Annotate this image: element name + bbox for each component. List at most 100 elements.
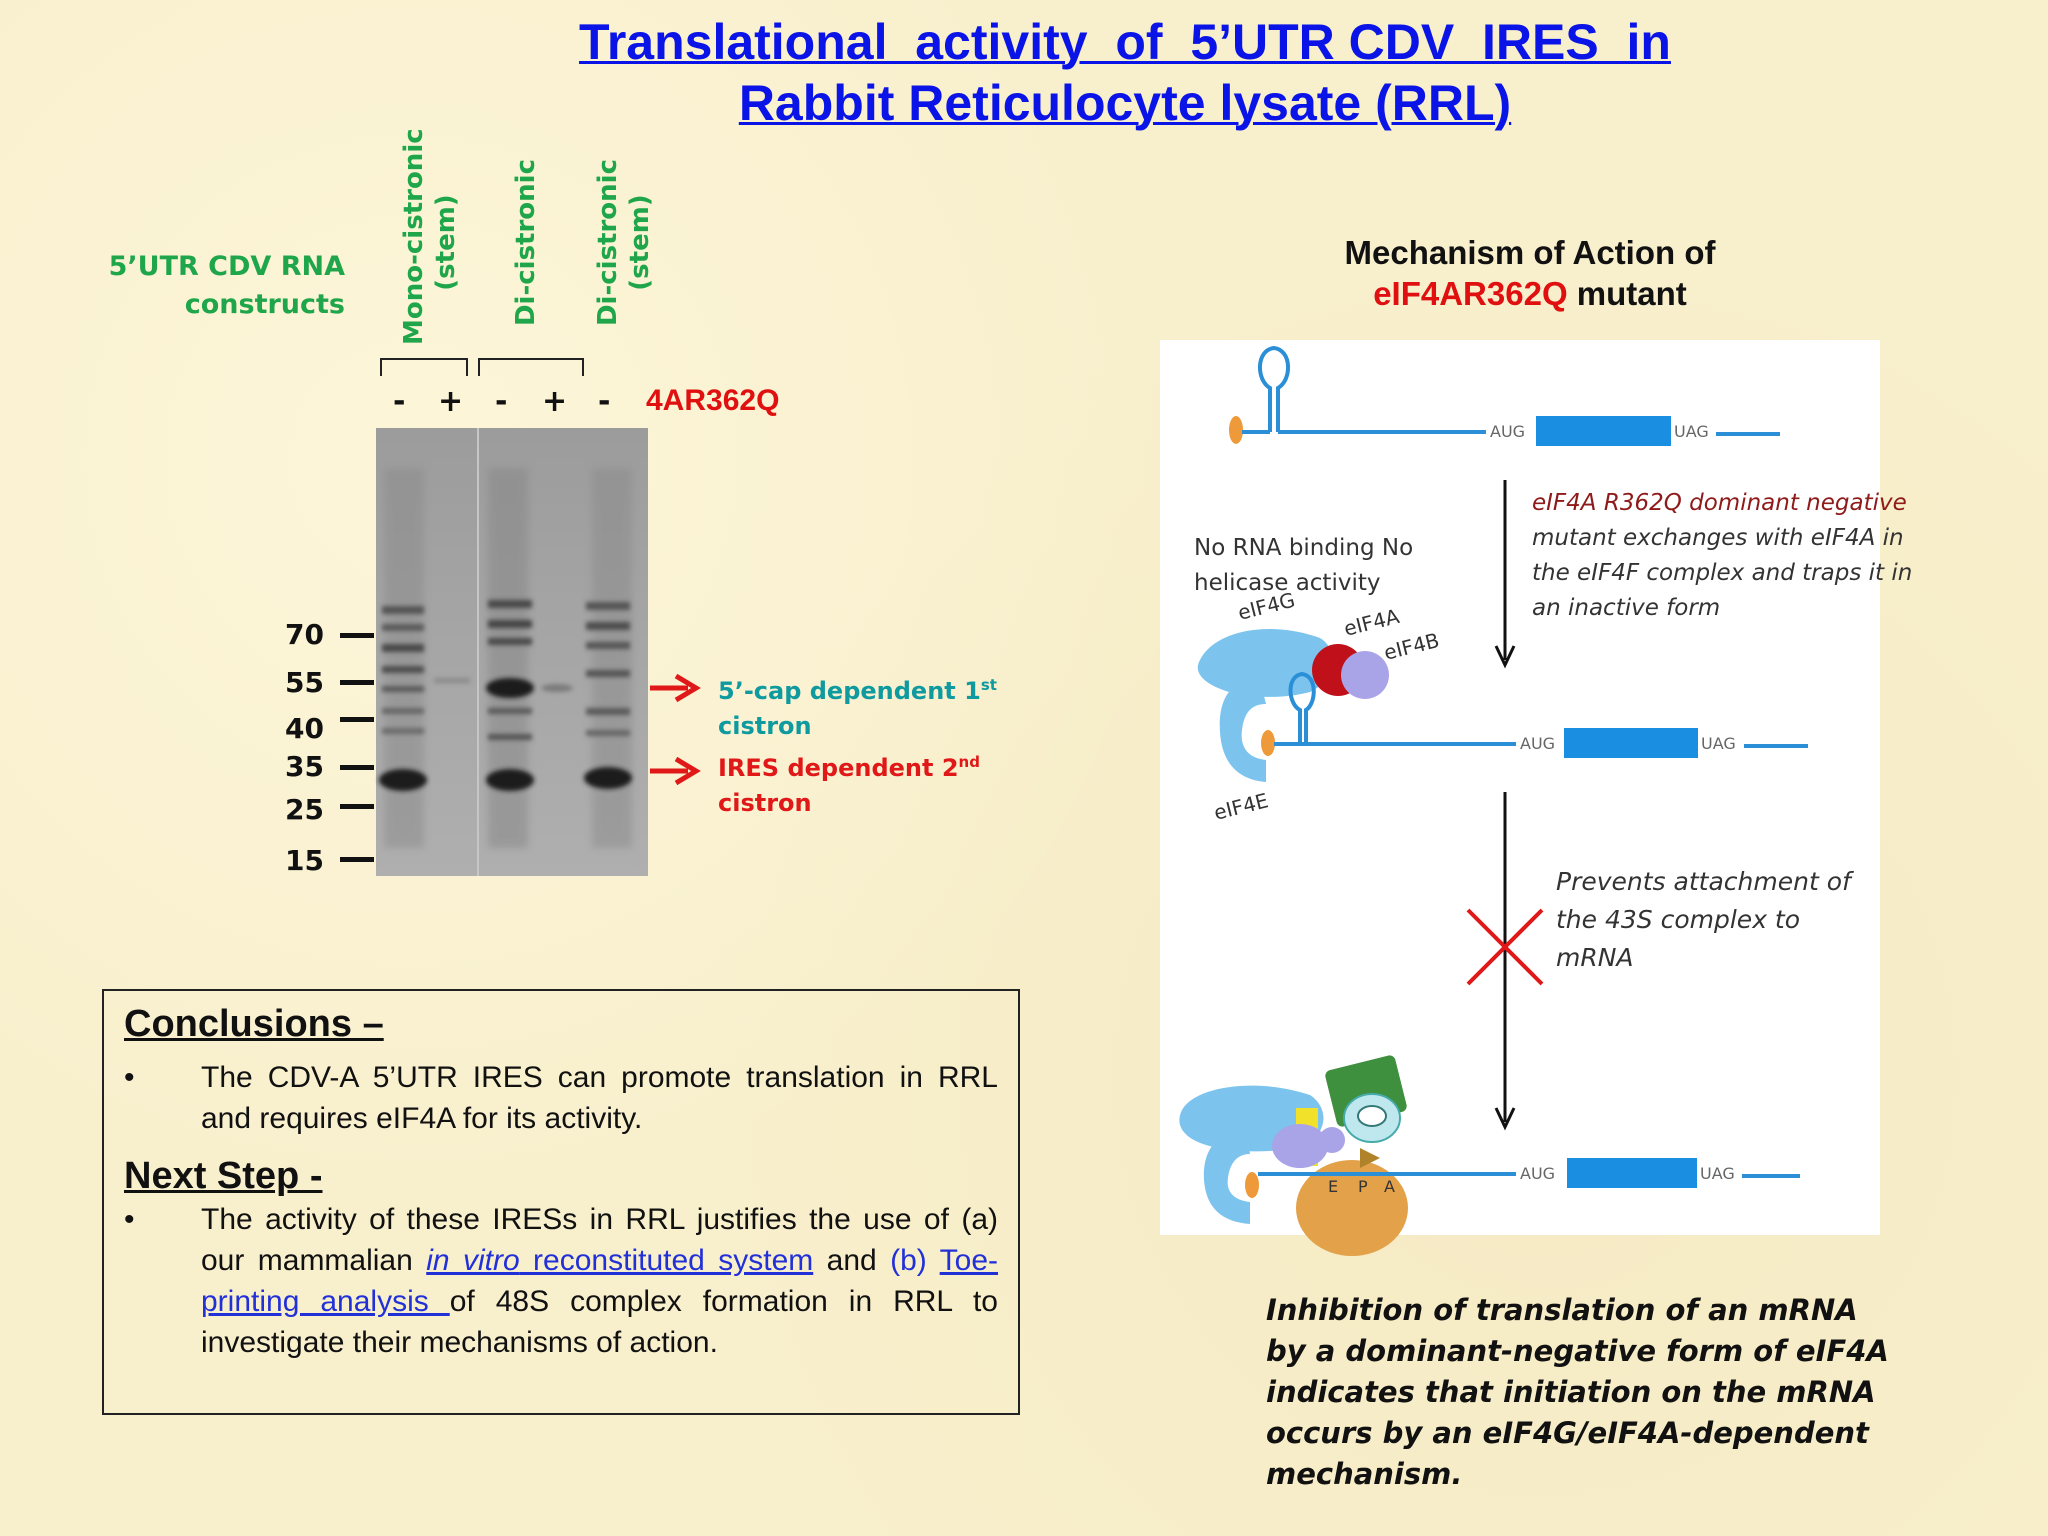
eif4e-shape [1203, 1130, 1250, 1224]
arrow-ires-band [650, 756, 701, 786]
marker-tick [340, 804, 374, 809]
slide-title: Translational activity of 5’UTR CDV IRES… [540, 12, 1710, 134]
bullet-symbol: • [124, 1061, 135, 1094]
lane-sign: + [542, 384, 568, 419]
cap-icon [1229, 416, 1243, 444]
mrna-step-1: AUG UAG [1229, 345, 1780, 446]
lane-group-label-line1: Di-cistronic [511, 158, 541, 327]
stem-loop-icon [1288, 671, 1316, 742]
note-text: mRNA [1556, 943, 1634, 972]
lane-bracket-mono [380, 358, 468, 376]
site-a-label: A [1384, 1177, 1395, 1196]
marker-label: 70 [285, 618, 324, 651]
eif4a-shape [1272, 1124, 1328, 1168]
lane-group-label-line1: Mono-cistronic [399, 128, 429, 345]
lane-group-label-mono-stem: Mono-cistronic (stem) [398, 128, 462, 345]
ribosome-small-subunit [1296, 1160, 1408, 1256]
next-step-bullet-text: The activity of these IRESs in RRL justi… [201, 1199, 998, 1363]
in-vitro-text: in vitro [426, 1244, 520, 1277]
note-text: the eIF4F complex and traps it in [1532, 560, 1912, 586]
next-step-bullet: • The activity of these IRESs in RRL jus… [124, 1199, 998, 1363]
marker-tick [340, 857, 374, 862]
lane-group-label-di-stem: Di-cistronic (stem) [592, 140, 656, 345]
lane-group-label-line2: (stem) [625, 194, 655, 291]
lane-bracket-di [478, 358, 584, 376]
uag-label: UAG [1701, 734, 1736, 753]
marker-tick [340, 765, 374, 770]
diagram-background [1160, 340, 1880, 1235]
eif4g-shape [1197, 629, 1333, 697]
constructs-label-line1: 5’UTR CDV RNA [108, 251, 345, 282]
reconstituted-system-text: reconstituted system [519, 1244, 814, 1277]
marker-label: 35 [285, 750, 324, 783]
note-text: eIF4A R362Q dominant negative [1532, 490, 1907, 516]
trna-icon [1360, 1148, 1380, 1168]
eif4b-shape [1341, 651, 1389, 699]
eif4e-shape [1219, 679, 1266, 782]
marker-tick [340, 717, 374, 722]
site-p-label: P [1358, 1177, 1368, 1196]
marker-label: 15 [285, 844, 324, 877]
lane-group-label-line1: Di-cistronic [593, 158, 623, 327]
marker-tick [340, 633, 374, 638]
reconstituted-system-link[interactable]: in vitro reconstituted system [426, 1244, 813, 1277]
prevents-note: Prevents attachment of the 43S complex t… [1556, 867, 1854, 972]
uag-label: UAG [1700, 1164, 1735, 1183]
site-e-label: E [1328, 1177, 1338, 1196]
mechanism-diagram: AUG UAG eIF4A R362Q dominant negative mu… [1160, 340, 1912, 1256]
marker-label: 40 [285, 712, 324, 745]
48s-complex: E P A AUG UAG [1179, 1055, 1800, 1256]
next-step-text-a: The activity of these IRESs in RRL justi… [201, 1203, 998, 1277]
conclusion-bullet-text: The CDV-A 5’UTR IRES can promote transla… [201, 1061, 998, 1135]
lane-sign: - [393, 384, 406, 419]
note-text: mutant exchanges with eIF4A in [1532, 525, 1904, 551]
mechanism-title-line1: Mechanism of Action of [1344, 234, 1716, 271]
note-text: the 43S complex to [1556, 905, 1800, 934]
note-text: Prevents attachment of [1556, 867, 1854, 896]
note-text: an inactive form [1532, 595, 1720, 621]
lane-group-label-di: Di-cistronic [510, 140, 542, 345]
bullet-symbol: • [124, 1203, 135, 1236]
cap-dependent-text-line2: cistron [718, 712, 812, 740]
cap-dependent-sup: st [980, 676, 997, 694]
ires-dependent-text: IRES dependent 2 [718, 754, 959, 782]
next-step-text-b: and [813, 1244, 891, 1277]
note-text: helicase activity [1194, 570, 1380, 596]
conclusions-box: Conclusions – • The CDV-A 5’UTR IRES can… [102, 989, 1020, 1415]
slide-title-line2: Rabbit Reticulocyte lysate (RRL) [738, 75, 1512, 131]
ires-dependent-text-line2: cistron [718, 789, 812, 817]
next-step-heading: Next Step - [124, 1155, 323, 1197]
note-text: No RNA binding No [1194, 535, 1413, 561]
next-step-label-b: (b) [890, 1244, 927, 1277]
blocked-x-icon [1466, 908, 1544, 986]
stem-loop-icon [1257, 345, 1291, 432]
orf-block [1564, 728, 1698, 758]
cap-dependent-text: 5’-cap dependent 1 [718, 677, 981, 705]
lane-sign: - [598, 384, 611, 419]
mechanism-title-suffix: mutant [1567, 275, 1687, 312]
lane-sign: + [438, 384, 464, 419]
treatment-label: 4AR362Q [646, 384, 780, 417]
band-arrows [650, 673, 701, 786]
ires-dependent-annotation: IRES dependent 2nd cistron [718, 745, 980, 821]
slide-title-line1: Translational activity of 5’UTR CDV IRES… [579, 14, 1671, 70]
constructs-label: 5’UTR CDV RNA constructs [100, 248, 345, 324]
aug-label: AUG [1520, 1164, 1555, 1183]
aug-label: AUG [1520, 734, 1555, 753]
mechanism-title: Mechanism of Action of eIF4AR362Q mutant [1200, 232, 1860, 314]
lane-sign: - [495, 384, 508, 419]
ires-dependent-sup: nd [958, 753, 980, 771]
toe-printing-link[interactable]: Toe-printing analysis [201, 1244, 999, 1318]
lane-group-label-line2: (stem) [431, 194, 461, 291]
uag-label: UAG [1674, 422, 1709, 441]
cap-icon [1261, 730, 1275, 756]
constructs-label-line2: constructs [184, 289, 345, 320]
arrow-cap-band [650, 673, 701, 703]
marker-tick [340, 680, 374, 685]
conclusion-bullet: • The CDV-A 5’UTR IRES can promote trans… [124, 1057, 998, 1139]
orf-block [1536, 416, 1671, 446]
marker-label: 25 [285, 793, 324, 826]
next-step-text-c: of 48S complex formation in RRL to inves… [201, 1285, 998, 1359]
cap-icon [1245, 1172, 1259, 1198]
marker-label: 55 [285, 666, 324, 699]
